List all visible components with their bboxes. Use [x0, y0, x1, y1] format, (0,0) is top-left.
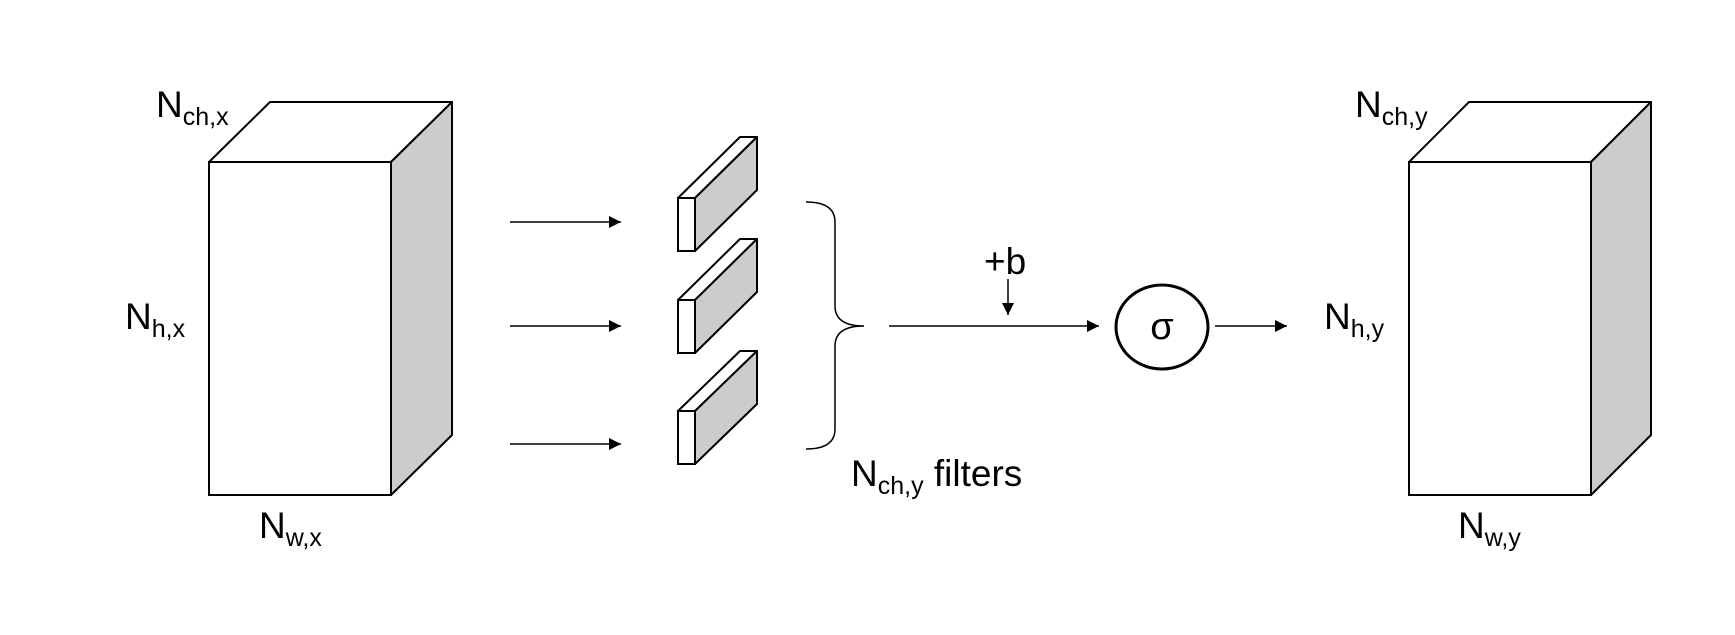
filters-brace	[805, 201, 865, 450]
filter-2	[677, 238, 758, 354]
output-channels-label: Nch,y	[1355, 84, 1428, 131]
input-channels-label: Nch,x	[156, 84, 229, 131]
input-tensor	[208, 101, 453, 496]
output-height-label: Nh,y	[1324, 296, 1385, 343]
output-width-label: Nw,y	[1458, 505, 1521, 552]
bias-label: +b	[984, 241, 1026, 282]
input-width-label: Nw,x	[259, 505, 322, 552]
input-height-label: Nh,x	[125, 296, 186, 343]
output-tensor-front-face	[1408, 161, 1592, 496]
output-tensor	[1408, 101, 1652, 496]
input-tensor-front-face	[208, 161, 392, 496]
activation-symbol: σ	[1150, 306, 1173, 348]
output-tensor-side-face	[1590, 101, 1652, 496]
filter-3	[677, 350, 758, 465]
activation-node	[1114, 283, 1210, 371]
filters-count-label: Nch,y filters	[851, 453, 1022, 500]
input-tensor-side-face	[390, 101, 453, 496]
filter-1	[677, 136, 758, 252]
